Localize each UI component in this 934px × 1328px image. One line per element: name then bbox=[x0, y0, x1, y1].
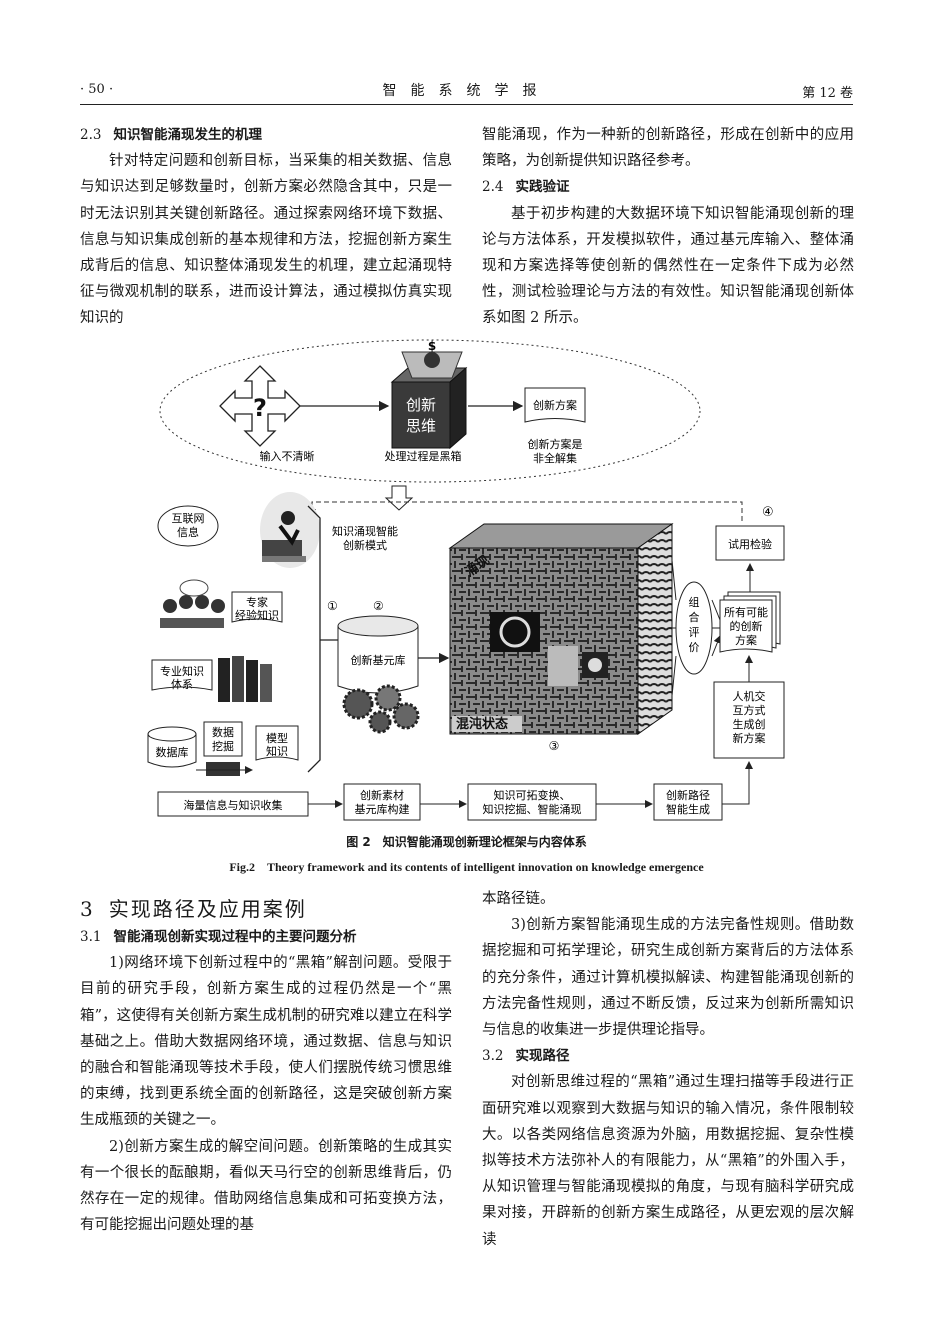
svg-text:经验知识: 经验知识 bbox=[235, 608, 279, 622]
database-icon: 数据库 bbox=[147, 726, 197, 768]
svg-text:专家: 专家 bbox=[246, 595, 268, 609]
svg-text:创新方案: 创新方案 bbox=[533, 398, 577, 412]
svg-text:挖掘: 挖掘 bbox=[212, 739, 234, 753]
svg-text:知识涌现智能: 知识涌现智能 bbox=[332, 524, 398, 538]
hci-generation-box bbox=[713, 681, 785, 759]
paragraph: 本路径链。 bbox=[482, 891, 555, 907]
paragraph: 2)创新方案生成的解空间问题。创新策略的生成其实有一个很长的酝酿期，看似天马行空… bbox=[80, 1138, 452, 1234]
trial-test-box bbox=[715, 525, 785, 561]
svg-text:互方式: 互方式 bbox=[733, 703, 766, 717]
journal-title: 智能系统学报 bbox=[382, 83, 551, 99]
svg-text:$: $ bbox=[428, 339, 436, 353]
reader-icon bbox=[260, 492, 320, 568]
flow-build bbox=[343, 783, 421, 821]
brain-head-icon: $ bbox=[401, 339, 463, 379]
svg-text:创新模式: 创新模式 bbox=[343, 538, 387, 552]
unclear-input-icon: ? bbox=[219, 365, 301, 447]
figure-caption-en: Fig.2 Theory framework and its contents … bbox=[229, 860, 704, 874]
svg-text:③: ③ bbox=[549, 739, 560, 753]
flow-transform bbox=[467, 783, 597, 821]
svg-text:评: 评 bbox=[689, 626, 700, 639]
svg-text:海量信息与知识收集: 海量信息与知识收集 bbox=[184, 798, 283, 812]
svg-text:体系: 体系 bbox=[171, 677, 193, 691]
svg-text:方案: 方案 bbox=[735, 633, 757, 647]
binders-icon bbox=[218, 656, 272, 702]
feedback-loop bbox=[311, 501, 743, 522]
paragraph: 针对特定问题和创新目标，当采集的相关数据、信息与知识达到足够数量时，创新方案必然… bbox=[80, 153, 452, 327]
flow-path bbox=[653, 783, 723, 821]
svg-text:输入不清晰: 输入不清晰 bbox=[260, 449, 315, 463]
svg-text:模型: 模型 bbox=[266, 731, 288, 745]
paragraph: 对创新思维过程的“黑箱”通过生理扫描等手段进行正面研究难以观察到大数据与知识的输… bbox=[482, 1074, 854, 1248]
svg-text:创新: 创新 bbox=[406, 396, 436, 414]
svg-text:创新素材: 创新素材 bbox=[360, 788, 404, 802]
svg-text:混沌状态: 混沌状态 bbox=[456, 716, 508, 732]
svg-text:价: 价 bbox=[689, 641, 700, 654]
svg-text:①: ① bbox=[327, 599, 338, 613]
svg-text:信息: 信息 bbox=[177, 525, 199, 539]
svg-text:的创新: 的创新 bbox=[730, 619, 763, 633]
svg-text:新方案: 新方案 bbox=[733, 731, 766, 745]
experts-icon bbox=[160, 579, 225, 628]
svg-text:人机交: 人机交 bbox=[733, 689, 766, 703]
svg-text:知识挖掘、智能涌现: 知识挖掘、智能涌现 bbox=[483, 802, 582, 816]
svg-text:④: ④ bbox=[762, 505, 774, 520]
svg-text:生成创: 生成创 bbox=[733, 717, 766, 731]
svg-text:所有可能: 所有可能 bbox=[724, 605, 768, 619]
svg-text:思维: 思维 bbox=[406, 417, 436, 435]
innovation-thinking-blackbox: 创新 思维 bbox=[390, 366, 468, 450]
page-header: · 50 · 智能系统学报 第 12 卷 bbox=[80, 78, 853, 101]
all-possible-solutions: 所有可能 的创新 方案 bbox=[719, 591, 781, 653]
svg-text:组: 组 bbox=[689, 595, 700, 609]
svg-text:专业知识: 专业知识 bbox=[160, 664, 204, 678]
svg-text:合: 合 bbox=[689, 610, 700, 624]
right-column-bottom: 本路径链。 3)创新方案智能涌现生成的方法完备性规则。借助数据挖掘和可拓学理论，… bbox=[482, 886, 854, 1253]
svg-text:非全解集: 非全解集 bbox=[533, 451, 577, 465]
header-rule bbox=[80, 104, 853, 105]
paragraph: 基于初步构建的大数据环境下知识智能涌现创新的理论与方法体系，开发模拟软件，通过基… bbox=[482, 205, 854, 327]
svg-text:②: ② bbox=[373, 599, 384, 613]
flow-collect bbox=[157, 791, 309, 817]
page-number: · 50 · bbox=[80, 82, 114, 97]
svg-text:处理过程是黑箱: 处理过程是黑箱 bbox=[385, 449, 462, 463]
svg-text:知识: 知识 bbox=[266, 744, 288, 758]
emergence-cube: 涌现 混沌状态 bbox=[448, 523, 674, 735]
gears-icon bbox=[342, 684, 420, 734]
innovation-base-library: 创新基元库 bbox=[337, 615, 419, 694]
svg-text:?: ? bbox=[253, 394, 267, 422]
svg-text:创新基元库: 创新基元库 bbox=[351, 653, 406, 667]
svg-text:试用检验: 试用检验 bbox=[728, 537, 772, 551]
svg-text:数据库: 数据库 bbox=[156, 745, 189, 759]
svg-text:智能生成: 智能生成 bbox=[666, 802, 710, 816]
black-box-region bbox=[159, 339, 701, 483]
paragraph: 3)创新方案智能涌现生成的方法完备性规则。借助数据挖掘和可拓学理论，研究生成创新… bbox=[482, 917, 854, 1039]
svg-text:基元库构建: 基元库构建 bbox=[355, 802, 410, 816]
output-document-icon bbox=[524, 387, 586, 423]
svg-text:知识可拓变换、: 知识可拓变换、 bbox=[494, 788, 571, 802]
volume-label: 第 12 卷 bbox=[802, 86, 853, 101]
svg-text:互联网: 互联网 bbox=[172, 512, 205, 525]
svg-text:创新路径: 创新路径 bbox=[666, 788, 710, 802]
paragraph: 智能涌现，作为一种新的创新路径，形成在创新中的应用策略，为创新提供知识路径参考。 bbox=[482, 127, 854, 170]
paragraph: 1)网络环境下创新过程中的“黑箱”解剖问题。受限于目前的研究手段，创新方案生成的… bbox=[80, 955, 452, 1129]
internet-info-cloud: 互联网 信息 bbox=[157, 505, 219, 547]
figure-2-diagram: ? 创新 思维 $ 创新方案 输入不清晰 处理过程是黑箱 创新方案是 非全解集 … bbox=[147, 339, 785, 821]
figure-caption-cn: 图 2 知识智能涌现创新理论框架与内容体系 bbox=[346, 835, 587, 849]
svg-text:创新方案是: 创新方案是 bbox=[528, 437, 583, 451]
right-column-top: 智能涌现，作为一种新的创新路径，形成在创新中的应用策略，为创新提供知识路径参考。… bbox=[482, 122, 854, 332]
svg-text:数据: 数据 bbox=[212, 725, 234, 739]
